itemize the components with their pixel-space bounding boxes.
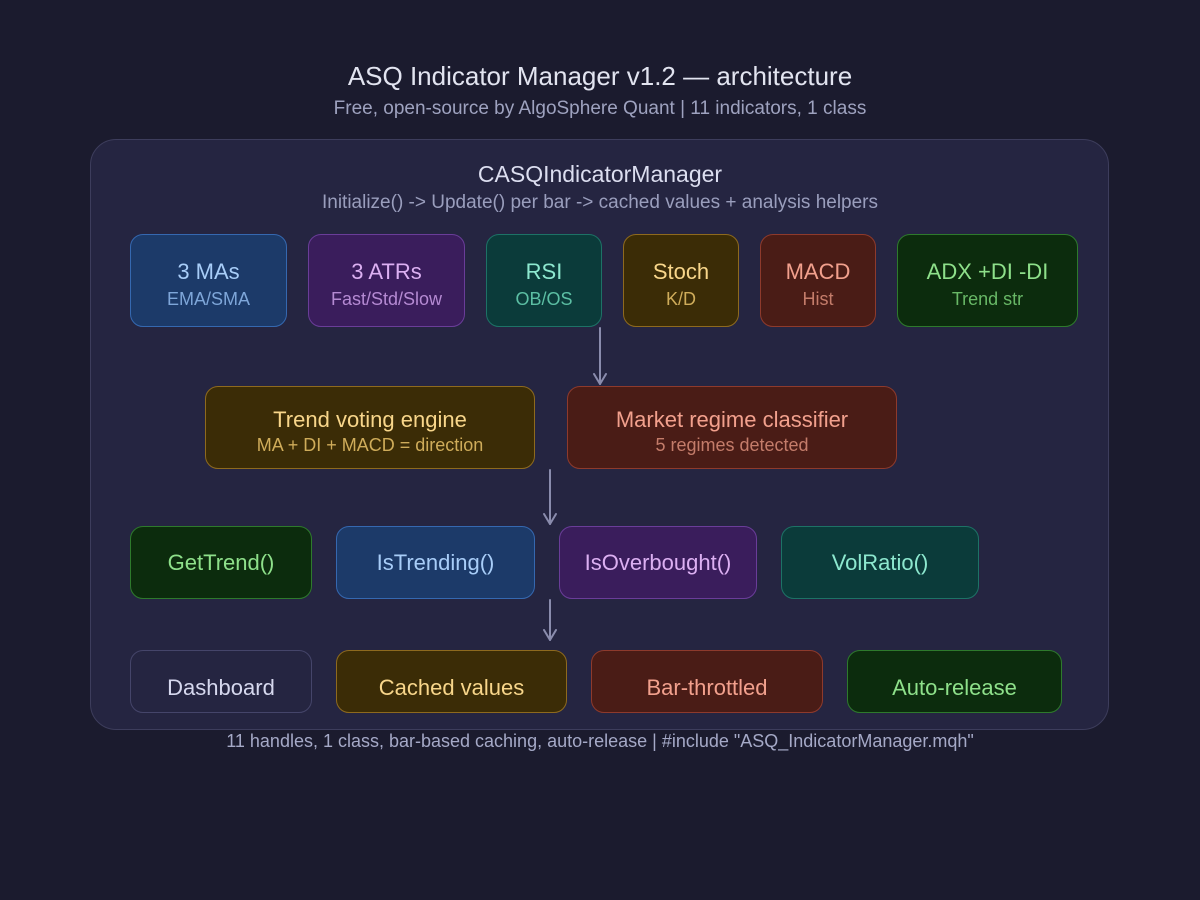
helper-box-vol-ratio: VolRatio() xyxy=(781,526,979,599)
indicator-title: MACD xyxy=(785,259,851,284)
indicator-subtitle: Trend str xyxy=(951,289,1024,309)
feature-title: Dashboard xyxy=(167,675,275,700)
engine-title: Market regime classifier xyxy=(615,407,849,432)
engine-title: Trend voting engine xyxy=(273,407,467,432)
indicator-title: 3 MAs xyxy=(177,259,240,284)
indicator-subtitle: K/D xyxy=(665,289,696,309)
engine-box-regime-classifier: Market regime classifier 5 regimes detec… xyxy=(567,386,897,469)
feature-box-auto-release: Auto-release xyxy=(847,650,1062,713)
class-name: CASQIndicatorManager xyxy=(477,161,723,187)
indicator-box-macd: MACD Hist xyxy=(760,234,876,327)
engine-subtitle: 5 regimes detected xyxy=(655,435,809,455)
indicator-title: 3 ATRs xyxy=(351,259,422,284)
helper-title: IsTrending() xyxy=(376,550,495,575)
indicator-subtitle: Fast/Std/Slow xyxy=(330,289,443,309)
engine-box-trend-voting: Trend voting engine MA + DI + MACD = dir… xyxy=(205,386,535,469)
diagram-title: ASQ Indicator Manager v1.2 — architectur… xyxy=(347,61,853,91)
helper-box-is-trending: IsTrending() xyxy=(336,526,535,599)
feature-box-bar-throttled: Bar-throttled xyxy=(591,650,823,713)
arrow-helpers-to-features xyxy=(543,599,557,641)
footer-note: 11 handles, 1 class, bar-based caching, … xyxy=(226,731,974,751)
engine-subtitle: MA + DI + MACD = direction xyxy=(256,435,484,455)
helper-box-is-overbought: IsOverbought() xyxy=(559,526,757,599)
indicator-box-stoch: Stoch K/D xyxy=(623,234,739,327)
indicator-box-mas: 3 MAs EMA/SMA xyxy=(130,234,287,327)
diagram-subtitle: Free, open-source by AlgoSphere Quant | … xyxy=(333,98,867,119)
feature-box-dashboard: Dashboard xyxy=(130,650,312,713)
indicator-title: Stoch xyxy=(652,259,710,284)
class-description: Initialize() -> Update() per bar -> cach… xyxy=(321,192,879,213)
indicator-title: ADX +DI -DI xyxy=(926,259,1049,284)
indicator-subtitle: Hist xyxy=(802,289,834,309)
arrow-engines-to-helpers xyxy=(543,469,557,525)
indicator-subtitle: EMA/SMA xyxy=(166,289,250,309)
indicator-box-atrs: 3 ATRs Fast/Std/Slow xyxy=(308,234,465,327)
helper-title: GetTrend() xyxy=(167,550,275,575)
feature-box-cached-values: Cached values xyxy=(336,650,567,713)
indicator-subtitle: OB/OS xyxy=(515,289,573,309)
feature-title: Auto-release xyxy=(892,675,1017,700)
feature-title: Bar-throttled xyxy=(646,675,768,700)
feature-title: Cached values xyxy=(378,675,525,700)
helper-title: IsOverbought() xyxy=(584,550,732,575)
helper-box-get-trend: GetTrend() xyxy=(130,526,312,599)
indicator-box-rsi: RSI OB/OS xyxy=(486,234,602,327)
indicator-box-adx: ADX +DI -DI Trend str xyxy=(897,234,1078,327)
helper-title: VolRatio() xyxy=(831,550,929,575)
indicator-title: RSI xyxy=(525,259,563,284)
arrow-indicators-to-engines xyxy=(593,327,607,385)
